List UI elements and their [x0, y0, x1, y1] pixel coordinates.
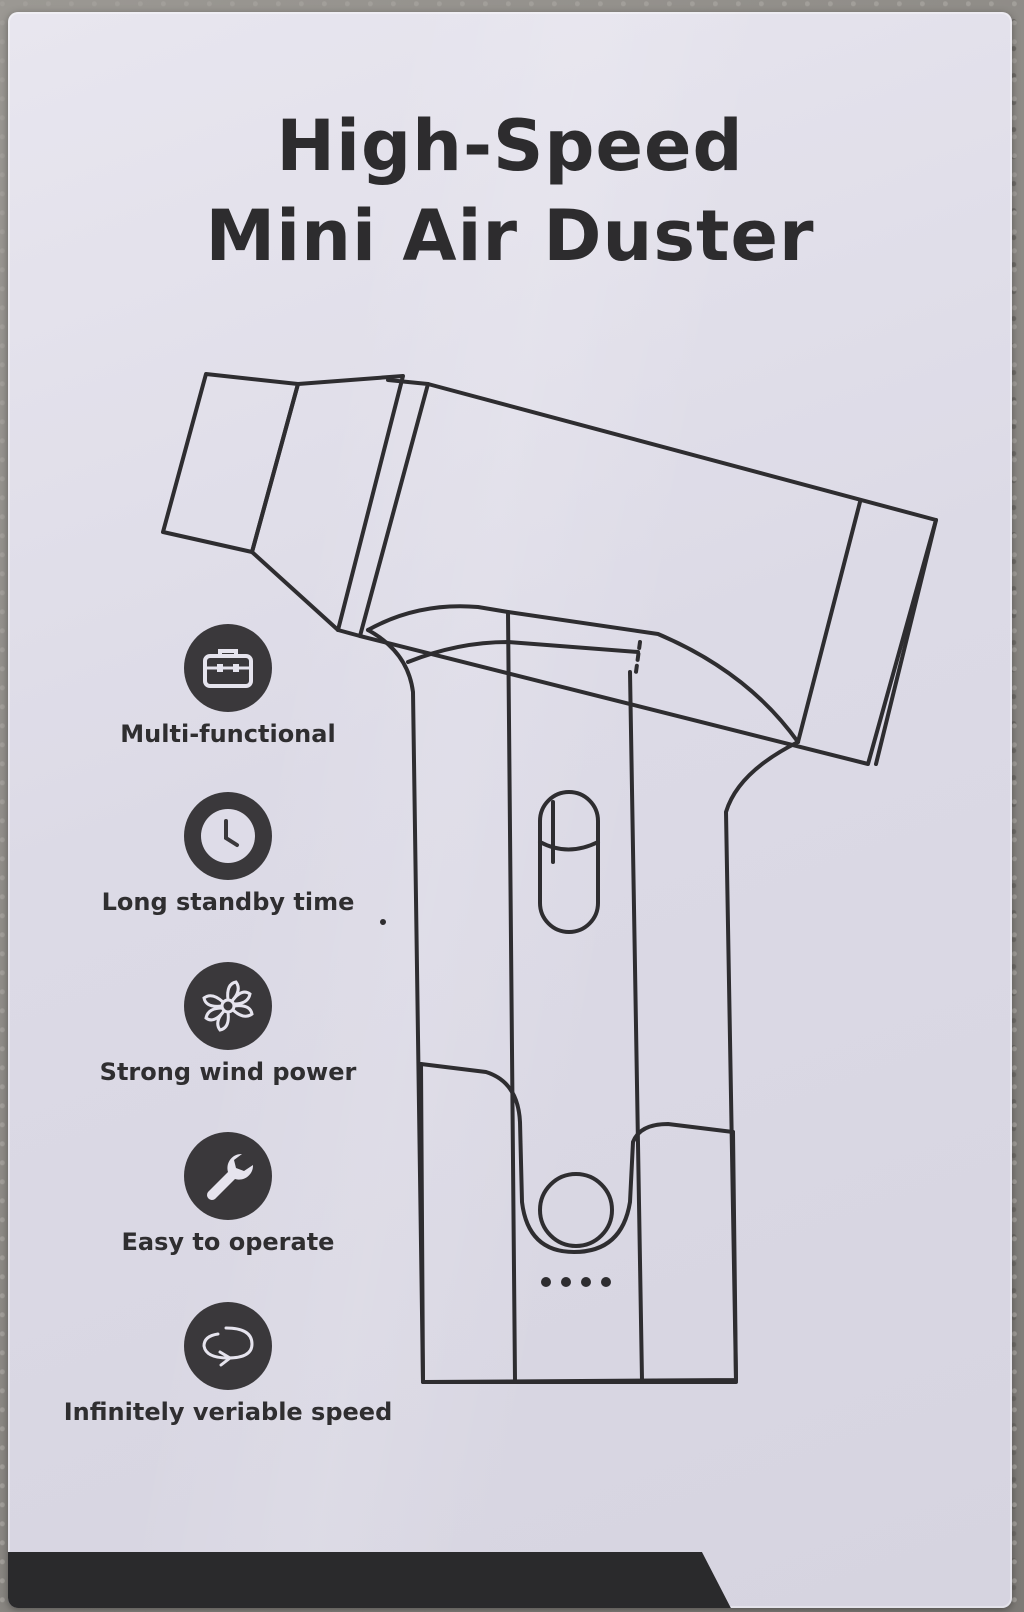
fan-icon [184, 962, 272, 1050]
wrench-icon [184, 1132, 272, 1220]
clock-icon [184, 792, 272, 880]
title-line-1: High-Speed [276, 105, 744, 187]
feature-long-standby-time: Long standby time [58, 792, 398, 916]
feature-label: Long standby time [101, 888, 355, 916]
toolbox-icon [184, 624, 272, 712]
bottom-color-band [8, 1552, 731, 1608]
feature-strong-wind-power: Strong wind power [58, 962, 398, 1086]
feature-label: Strong wind power [99, 1058, 357, 1086]
feature-label: Easy to operate [121, 1228, 335, 1256]
air-duster-illustration [161, 372, 938, 1384]
feature-multi-functional: Multi-functional [58, 624, 398, 748]
feature-easy-to-operate: Easy to operate [58, 1132, 398, 1256]
feature-infinitely-veriable-speed: Infinitely veriable speed [58, 1302, 398, 1426]
product-box: High-Speed Mini Air Duster [8, 12, 1012, 1608]
feature-label: Infinitely veriable speed [63, 1398, 393, 1426]
feature-label: Multi-functional [120, 720, 336, 748]
loop-arrow-icon [184, 1302, 272, 1390]
title-line-2: Mini Air Duster [205, 195, 815, 277]
